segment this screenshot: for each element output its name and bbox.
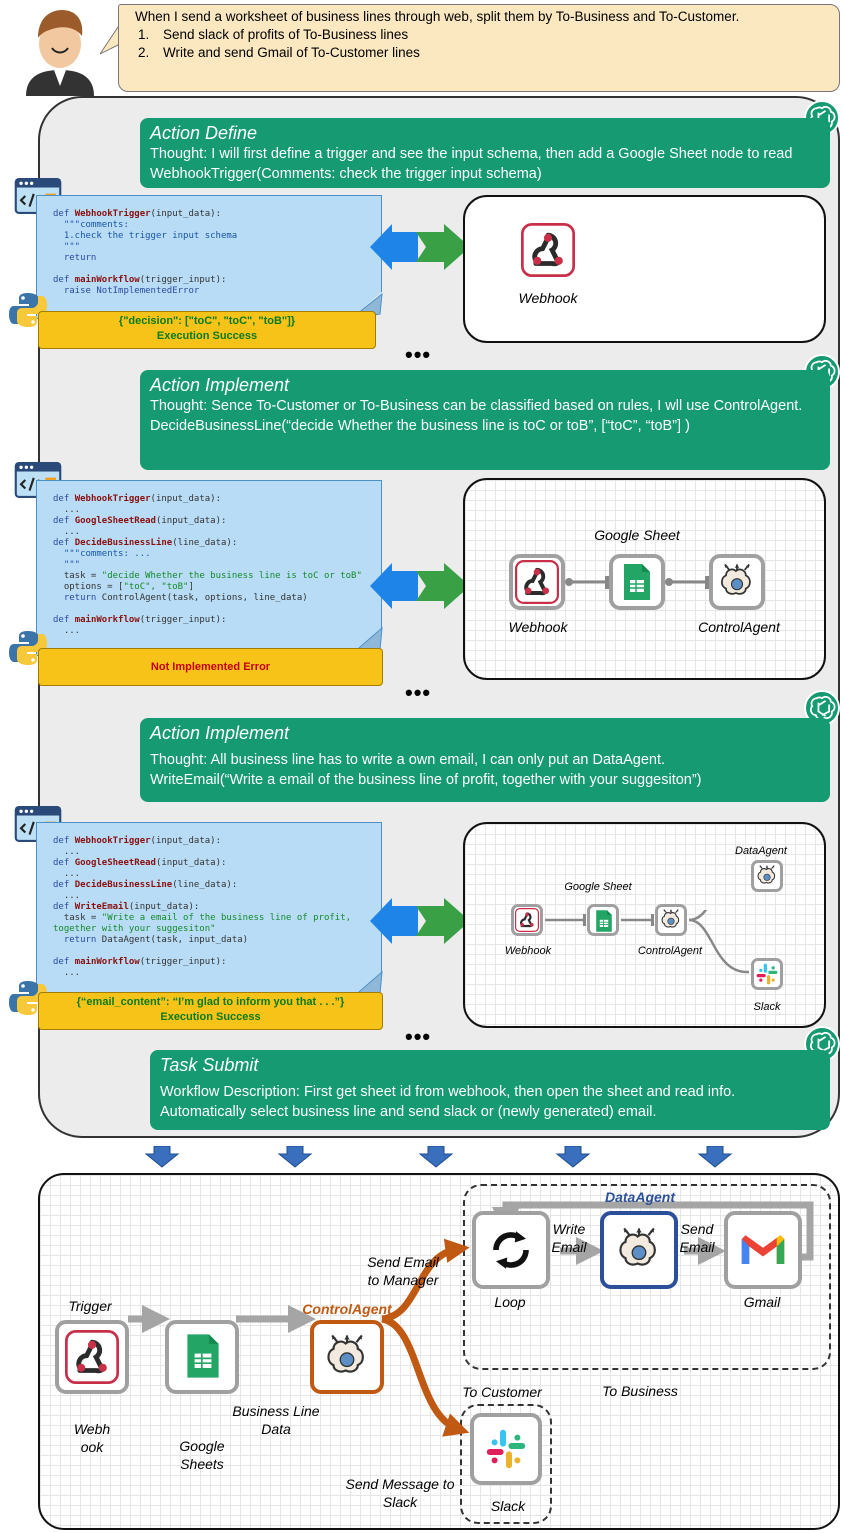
code-block-3: def WebhookTrigger(input_data): ... def … <box>36 822 382 1000</box>
send-email-label-2: to Manager <box>367 1272 439 1288</box>
result-error-2: Not Implemented Error <box>150 661 271 673</box>
step-line-3b: WriteEmail(“Write a email of the busines… <box>150 772 702 788</box>
data-agent-node[interactable] <box>600 1211 678 1289</box>
result-value-3: {“email_content”: “I’m glad to inform yo… <box>76 996 345 1008</box>
step-line-1b: WebhookTrigger(Comments: check the trigg… <box>150 166 542 182</box>
user-request-item-2: Write and send Gmail of To-Customer line… <box>153 44 829 62</box>
step-title-2: Action Implement <box>150 375 290 395</box>
to-customer-label: To Customer <box>462 1384 542 1400</box>
send-email-label-4: Email <box>679 1239 715 1255</box>
google-sheet-label: Google Sheet <box>564 881 632 893</box>
ellipsis-2: ••• <box>405 680 432 705</box>
node-connector <box>565 576 709 589</box>
thought-box-3: Action Implement Thought: All business l… <box>140 718 830 802</box>
result-status-3: Execution Success <box>160 1011 261 1023</box>
step-line-1a: Thought: I will first define a trigger a… <box>150 146 793 162</box>
to-business-label: To Business <box>602 1383 678 1399</box>
business-line-label-2: Data <box>261 1421 291 1437</box>
ellipsis-1: ••• <box>405 342 432 367</box>
control-agent-label: ControlAgent <box>698 619 780 635</box>
gmail-node[interactable] <box>724 1211 802 1289</box>
execution-result-2: Not Implemented Error <box>38 648 383 686</box>
result-status-1: Execution Success <box>156 330 258 342</box>
workflow-canvas-3: DataAgent Google Sheet Webhook ControlAg… <box>463 822 826 1028</box>
webhook-node[interactable] <box>511 904 543 936</box>
write-email-label-2: Email <box>551 1239 587 1255</box>
webhook-label-1: Webh <box>73 1421 111 1437</box>
workflow-canvas-1: Webhook <box>463 195 826 343</box>
step-line-2b: DecideBusinessLine(“decide Whether the b… <box>150 418 690 434</box>
bidirectional-arrow <box>370 898 470 944</box>
to-business-group <box>463 1184 831 1370</box>
ellipsis-3: ••• <box>405 1024 432 1049</box>
send-email-label-1: Send Email <box>367 1254 439 1270</box>
workflow-canvas-2: Google Sheet Webhook ControlAgent <box>463 478 826 680</box>
code-block-1: def WebhookTrigger(input_data): """comme… <box>36 195 382 319</box>
control-agent-label: ControlAgent <box>302 1301 392 1317</box>
gmail-label: Gmail <box>743 1294 781 1310</box>
slack-label: Slack <box>753 1001 781 1013</box>
webhook-node[interactable] <box>509 554 565 610</box>
control-agent-label: ControlAgent <box>637 945 703 957</box>
step-title-3: Action Implement <box>150 723 290 743</box>
trigger-label: Trigger <box>68 1298 112 1314</box>
google-sheets-label-1: Google <box>179 1438 225 1454</box>
webhook-label-2: ook <box>80 1439 104 1455</box>
data-agent-label: DataAgent <box>735 845 787 857</box>
webhook-node[interactable] <box>55 1320 129 1394</box>
speech-tail <box>100 24 121 55</box>
user-request-item-1: Send slack of profits of To-Business lin… <box>153 26 829 44</box>
google-sheet-node[interactable] <box>609 554 665 610</box>
bidirectional-arrow <box>370 563 470 609</box>
bidirectional-arrow <box>370 224 470 270</box>
google-sheet-label: Google Sheet <box>594 527 680 543</box>
slack-label: Slack <box>490 1498 526 1514</box>
google-sheets-node[interactable] <box>165 1320 239 1394</box>
step-line-4: Workflow Description: First get sheet id… <box>160 1084 736 1120</box>
step-title-4: Task Submit <box>160 1055 259 1075</box>
business-line-label-1: Business Line <box>232 1403 320 1419</box>
result-value-1: {"decision": ["toC", "toC", "toB"]} <box>118 315 296 327</box>
control-agent-node[interactable] <box>310 1320 384 1394</box>
down-arrow-icon <box>555 1146 591 1168</box>
code-block-2: def WebhookTrigger(input_data): ... def … <box>36 480 382 656</box>
task-submit-box: Task Submit Workflow Description: First … <box>150 1050 830 1130</box>
step-line-2a: Thought: Sence To-Customer or To-Busines… <box>150 398 803 414</box>
down-arrow-icon <box>418 1146 454 1168</box>
execution-result-1: {"decision": ["toC", "toC", "toB"]} Exec… <box>38 311 376 349</box>
google-sheets-label-2: Sheets <box>180 1456 224 1472</box>
webhook-label: Webhook <box>504 945 552 957</box>
webhook-label: Webhook <box>518 290 578 306</box>
data-agent-label: DataAgent <box>604 1189 675 1205</box>
control-agent-node[interactable] <box>709 554 765 610</box>
step-line-3a: Thought: All business line has to write … <box>150 752 666 768</box>
node-connector <box>545 910 750 974</box>
to-customer-group <box>460 1404 552 1524</box>
slack-node[interactable] <box>751 958 783 990</box>
loop-label: Loop <box>494 1294 526 1310</box>
final-workflow-arrows <box>128 1201 814 1437</box>
down-arrow-icon <box>144 1146 180 1168</box>
execution-result-3: {“email_content”: “I’m glad to inform yo… <box>38 992 383 1030</box>
thought-box-1: Action Define Thought: I will first defi… <box>140 118 830 188</box>
send-message-label-1: Send Message to <box>345 1476 455 1492</box>
slack-node[interactable] <box>470 1413 542 1485</box>
user-request-intro: When I send a worksheet of business line… <box>135 9 740 24</box>
user-avatar-icon <box>14 4 106 96</box>
google-sheet-node[interactable] <box>587 904 619 936</box>
control-agent-node[interactable] <box>655 904 687 936</box>
data-agent-node[interactable] <box>751 860 783 892</box>
send-email-label-3: Send <box>680 1221 714 1237</box>
webhook-node[interactable] <box>521 223 575 277</box>
down-arrow-icon <box>277 1146 313 1168</box>
send-message-label-2: Slack <box>382 1494 418 1510</box>
thought-box-2: Action Implement Thought: Sence To-Custo… <box>140 370 830 470</box>
loop-node[interactable] <box>472 1211 550 1289</box>
user-request-bubble: When I send a worksheet of business line… <box>118 4 840 92</box>
write-email-label-1: Write <box>552 1221 586 1237</box>
down-arrow-icon <box>697 1146 733 1168</box>
webhook-label: Webhook <box>508 619 568 635</box>
step-title-1: Action Define <box>150 123 258 143</box>
